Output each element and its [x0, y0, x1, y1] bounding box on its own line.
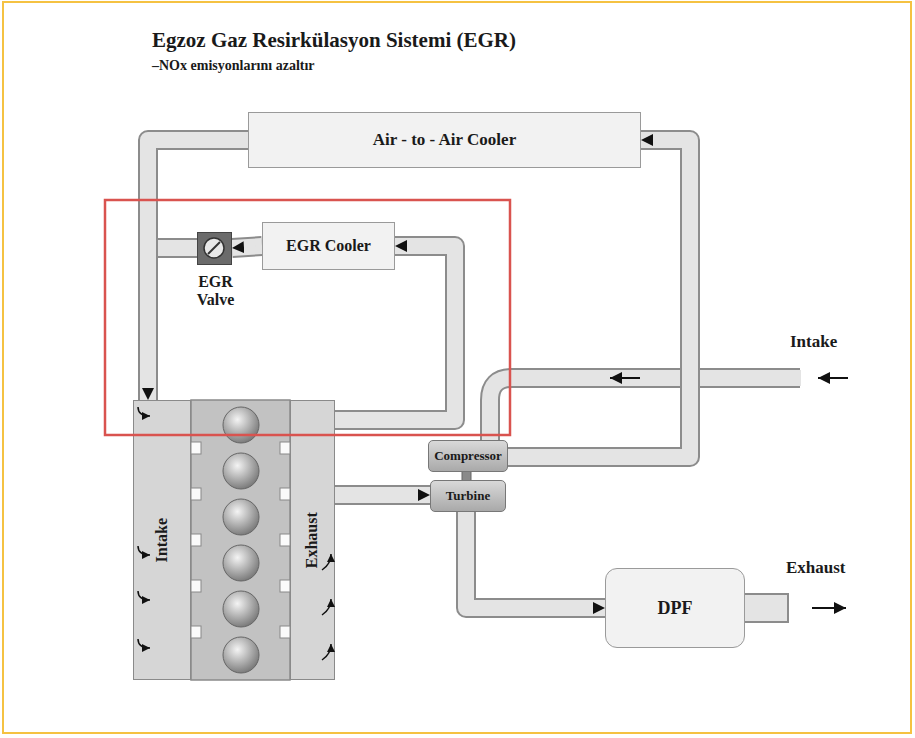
valve-symbol: EGR Valve — [197, 232, 232, 265]
port — [191, 488, 201, 500]
node-label: DPF — [658, 598, 693, 619]
exhaust-outlet-pipe — [742, 594, 788, 622]
subtitle: –NOx emisyonlarını azaltır — [152, 58, 315, 74]
engine-block — [191, 400, 290, 680]
port — [280, 488, 290, 500]
port — [280, 580, 290, 592]
valve-disc — [204, 238, 224, 258]
ports — [191, 442, 290, 638]
cylinders — [223, 407, 259, 673]
intake-pipe — [490, 378, 801, 446]
inlet-label: Intake — [790, 332, 837, 352]
cylinder — [223, 637, 259, 673]
port — [280, 626, 290, 638]
turbo-part: Turbine — [430, 480, 506, 512]
node-label: Exhaust — [303, 512, 321, 568]
cylinder — [223, 499, 259, 535]
pipe-body — [335, 487, 430, 503]
node-label: Turbine — [446, 489, 490, 504]
pipe-outline — [466, 512, 605, 608]
node-label: Intake — [153, 518, 171, 562]
pipe-connector — [466, 512, 605, 608]
pipe-body — [232, 246, 262, 248]
pipe-outline — [148, 140, 248, 400]
pipe-outline — [335, 485, 430, 505]
flow-arrow — [818, 377, 848, 379]
pipe-connector — [335, 246, 455, 420]
flow-arrow — [812, 607, 846, 609]
flow-direction — [466, 512, 605, 608]
filter-box: DPF — [605, 568, 745, 648]
cooler-box: Air - to - Air Cooler — [248, 112, 641, 168]
cooler-box: EGR Cooler — [262, 222, 395, 270]
pipe-connector — [335, 495, 430, 496]
cylinder — [223, 407, 259, 443]
intake-pipe-outline — [490, 378, 800, 444]
port — [280, 534, 290, 546]
pipe-body — [508, 140, 690, 457]
flow-direction — [508, 140, 690, 457]
frame — [3, 2, 911, 733]
port — [191, 442, 201, 454]
node-label: Air - to - Air Cooler — [373, 130, 516, 150]
pipe-connector — [232, 246, 262, 248]
port — [191, 580, 201, 592]
flow-direction — [335, 246, 455, 420]
outlet-label: Exhaust — [786, 558, 846, 578]
pipe-outline — [335, 246, 455, 420]
diagram-title: Egzoz Gaz Resirkülasyon Sistemi (EGR) — [152, 28, 516, 53]
cylinder — [223, 591, 259, 627]
cylinder — [223, 545, 259, 581]
flow-direction — [148, 140, 248, 400]
flow-arrow — [610, 377, 640, 379]
manifold: Exhaust — [290, 400, 335, 680]
pipe-connector — [508, 140, 690, 457]
flow-direction — [335, 495, 430, 496]
valve-flap — [208, 242, 220, 254]
turbo-part: Compressor — [428, 440, 508, 472]
node-label: Compressor — [434, 449, 502, 464]
port — [191, 534, 201, 546]
flow-direction — [232, 246, 262, 248]
manifold: Intake — [133, 400, 191, 680]
port — [280, 442, 290, 454]
pipe-connector — [148, 140, 248, 400]
pipe-body — [148, 140, 248, 400]
pipe-outline — [232, 246, 262, 248]
cylinder — [223, 453, 259, 489]
pipe-body — [466, 512, 605, 608]
pipe-outline — [508, 140, 690, 457]
node-label: EGR Cooler — [286, 237, 371, 255]
valve-icon — [198, 233, 230, 263]
port — [191, 626, 201, 638]
pipe-body — [335, 246, 455, 420]
node-label: EGR Valve — [178, 273, 253, 310]
